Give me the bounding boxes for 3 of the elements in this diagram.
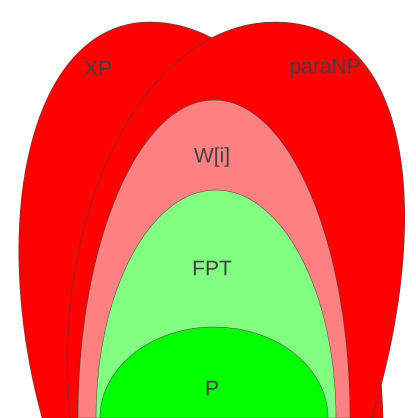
set-region: P <box>100 326 328 418</box>
node-label: paraNP <box>290 58 360 78</box>
node-label: XP <box>84 60 111 76</box>
